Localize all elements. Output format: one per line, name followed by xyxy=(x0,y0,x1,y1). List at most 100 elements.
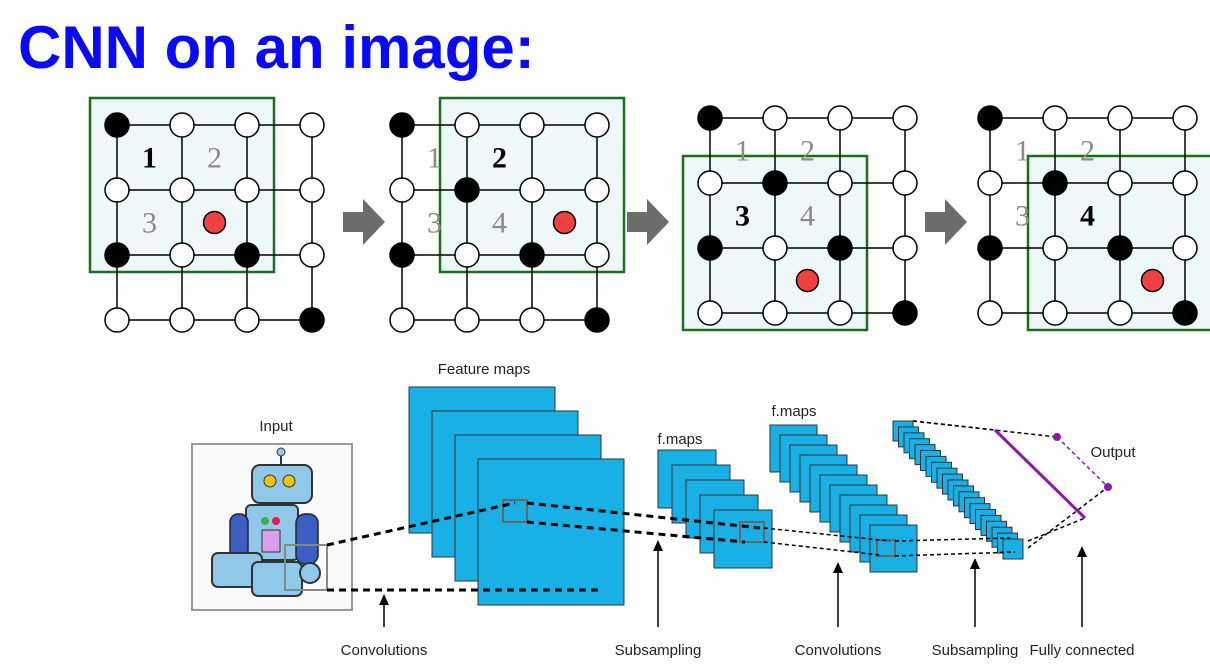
connection-line xyxy=(894,537,1011,542)
subsampled-map-patch xyxy=(739,521,765,543)
graph-node xyxy=(827,235,853,261)
stage-label: Subsampling xyxy=(932,642,1019,659)
neighbor-label-1: 1 xyxy=(735,135,750,168)
stage-arrow-head xyxy=(1077,546,1087,557)
page-title: CNN on an image: xyxy=(18,14,535,81)
graph-node xyxy=(299,177,325,203)
neighbor-label-4: 4 xyxy=(492,207,507,240)
graph-node xyxy=(234,307,260,333)
graph-node xyxy=(1172,170,1198,196)
graph-node xyxy=(762,105,788,131)
graph-node xyxy=(584,242,610,268)
stage-arrow-head xyxy=(653,540,663,551)
stage-label: Convolutions xyxy=(341,642,428,659)
graph-node xyxy=(1042,300,1068,326)
graph-node xyxy=(104,242,130,268)
graph-node xyxy=(1172,235,1198,261)
graph-node xyxy=(169,177,195,203)
graph-node xyxy=(697,300,723,326)
step-arrow xyxy=(627,199,669,245)
fully-connected-layer xyxy=(993,428,1087,520)
graph-node xyxy=(1107,300,1133,326)
neighbor-label-1: 1 xyxy=(427,142,442,175)
stage-label: Fully connected xyxy=(1029,642,1134,659)
feature-map-patch xyxy=(502,499,528,523)
graph-node xyxy=(827,105,853,131)
neighbor-label-2: 2 xyxy=(492,142,507,175)
graph-node xyxy=(519,242,545,268)
robot-antenna-tip xyxy=(276,447,286,457)
graph-node xyxy=(104,177,130,203)
graph-node xyxy=(519,307,545,333)
graph-node xyxy=(697,105,723,131)
graph-node xyxy=(1107,170,1133,196)
center-node xyxy=(552,210,577,235)
graph-node xyxy=(1172,300,1198,326)
graph-node xyxy=(1107,235,1133,261)
neighbor-label-3: 3 xyxy=(735,200,750,233)
fully-connected-line xyxy=(1027,486,1109,549)
feature-maps-label: Feature maps xyxy=(438,361,531,378)
graph-node xyxy=(584,177,610,203)
robot-arm xyxy=(229,513,249,559)
fully-connected-line xyxy=(1027,517,1086,542)
center-node xyxy=(795,268,820,293)
subsampled-map xyxy=(713,509,773,569)
input-patch xyxy=(284,544,328,591)
stage-arrow-head xyxy=(379,594,389,605)
graph-node xyxy=(389,307,415,333)
input-label: Input xyxy=(259,418,293,435)
graph-node xyxy=(389,112,415,138)
graph-node xyxy=(169,307,195,333)
graph-node xyxy=(697,170,723,196)
connection-line xyxy=(763,541,881,556)
graph-node xyxy=(454,177,480,203)
graph-node xyxy=(299,112,325,138)
graph-node xyxy=(762,170,788,196)
graph-node xyxy=(104,307,130,333)
graph-node xyxy=(104,112,130,138)
output-node xyxy=(1053,433,1061,441)
robot-light xyxy=(272,517,280,525)
graph-node xyxy=(584,307,610,333)
neighbor-label-4: 4 xyxy=(800,200,815,233)
robot-eye xyxy=(263,474,277,488)
pooled-map xyxy=(1002,538,1024,560)
robot-icon xyxy=(211,447,328,597)
stage-label: Subsampling xyxy=(615,642,702,659)
connection-line xyxy=(526,520,746,544)
connection-line xyxy=(526,501,761,530)
graph-node xyxy=(299,242,325,268)
center-node xyxy=(202,210,227,235)
graph-node xyxy=(234,177,260,203)
graph-node xyxy=(892,170,918,196)
feature-map xyxy=(477,458,625,606)
graph-node xyxy=(977,235,1003,261)
neighbor-label-2: 2 xyxy=(800,135,815,168)
neighbor-label-3: 3 xyxy=(142,207,157,240)
graph-node xyxy=(234,112,260,138)
step-arrow xyxy=(343,199,385,245)
graph-node xyxy=(169,112,195,138)
graph-node xyxy=(977,105,1003,131)
connection-line xyxy=(763,527,891,542)
neighbor-label-1: 1 xyxy=(142,142,157,175)
graph-node xyxy=(454,112,480,138)
graph-node xyxy=(697,235,723,261)
graph-node xyxy=(519,177,545,203)
robot-hand xyxy=(299,562,321,584)
neighbor-label-2: 2 xyxy=(1080,135,1095,168)
graph-node xyxy=(389,242,415,268)
fully-connected-line xyxy=(912,420,996,431)
graph-node xyxy=(169,242,195,268)
graph-node xyxy=(584,112,610,138)
robot-arm xyxy=(295,513,319,565)
connection-line xyxy=(326,501,516,547)
connection-line xyxy=(894,551,1016,557)
center-node xyxy=(1140,268,1165,293)
graph-node xyxy=(234,242,260,268)
output-node xyxy=(1104,483,1112,491)
graph-node xyxy=(827,170,853,196)
